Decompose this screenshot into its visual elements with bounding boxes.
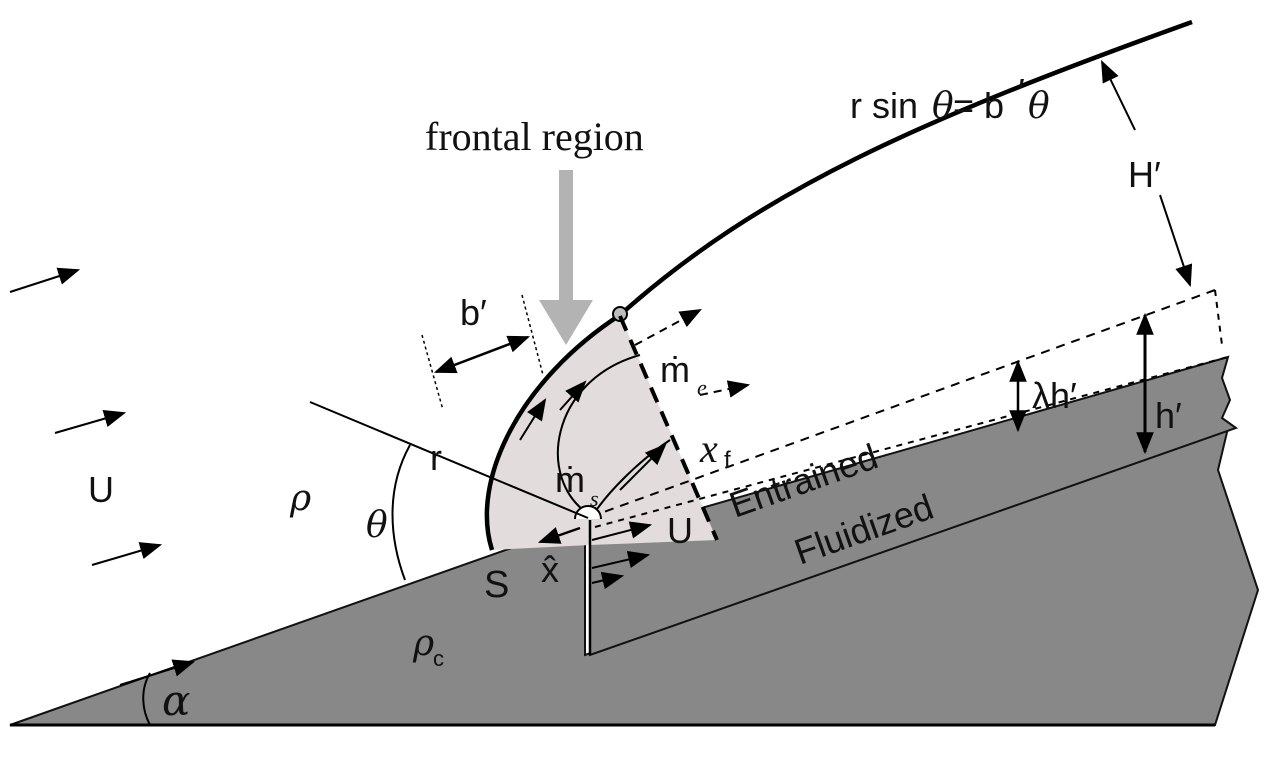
h-prime-label: h′ <box>1155 395 1182 436</box>
me-arrow-2 <box>699 380 751 398</box>
interior-arc-outer-arrow <box>559 380 587 411</box>
fluidized-layer <box>589 355 1239 657</box>
svg-text:s: s <box>590 486 599 511</box>
svg-text:ρ: ρ <box>412 623 434 664</box>
r-label: r <box>430 437 442 478</box>
H-prime-arrow-top <box>1101 60 1136 131</box>
frontal-region-label: frontal region <box>425 114 644 159</box>
alpha-label: α <box>162 676 190 725</box>
alpha-arc <box>142 672 151 726</box>
frontal-edge-dashed <box>618 315 719 541</box>
frontal-region-fill <box>486 315 717 550</box>
theta-arc <box>391 444 411 581</box>
fluidized-top-dashed <box>594 356 1229 528</box>
incoming-arrow-3 <box>91 542 163 566</box>
rho-c-label: ρ c <box>412 623 444 671</box>
x-f-label: x f <box>699 426 731 474</box>
svg-text:x: x <box>699 426 718 471</box>
incoming-arrow-1 <box>9 267 81 293</box>
svg-text:e: e <box>697 375 707 400</box>
svg-text:ṁ: ṁ <box>660 349 690 390</box>
lambda-h-label: λh′ <box>1032 375 1077 416</box>
right-end-dashed <box>1214 289 1223 346</box>
svg-text:c: c <box>433 646 444 671</box>
H-prime-label: H′ <box>1128 154 1161 195</box>
svg-text:= b: = b <box>953 85 1004 126</box>
U-freestream-label: U <box>88 469 114 510</box>
theta-label: θ <box>366 505 388 546</box>
r-radial-line <box>309 401 589 519</box>
jet-arrow-1 <box>591 521 653 541</box>
jet-arrow-2 <box>591 550 651 569</box>
x-hat-arrow <box>537 526 581 544</box>
interior-arc-inner-arrow <box>619 443 667 491</box>
svg-text:r sin: r sin <box>850 85 918 126</box>
curve-flow-arrow <box>519 398 547 441</box>
rho-label: ρ <box>289 478 311 519</box>
b-prime-tick-right <box>521 294 544 376</box>
svg-text:′: ′ <box>1018 71 1025 112</box>
interior-arc-outer <box>557 354 641 516</box>
svg-text:ṁ: ṁ <box>555 459 585 500</box>
incoming-arrow-2 <box>54 410 127 434</box>
svg-text:θ: θ <box>1028 86 1050 127</box>
me-dashed-arrow <box>634 308 702 346</box>
S-label: S <box>484 564 509 606</box>
b-prime-arrow <box>433 335 531 374</box>
H-prime-arrow-bottom <box>1159 194 1193 288</box>
jet-arrow-3 <box>591 571 625 590</box>
slope-arrow <box>119 659 196 686</box>
b-prime-label: b′ <box>460 292 487 333</box>
svg-text:f: f <box>724 447 731 474</box>
U-jet-label: U <box>667 510 693 551</box>
boundary-equation: r sin θ = b ′ θ <box>850 71 1050 127</box>
frontal-region-arrow <box>539 170 593 345</box>
m-dot-e-label: ṁ e <box>660 349 707 400</box>
m-dot-s-label: ṁ s <box>555 459 599 511</box>
svg-text:θ: θ <box>932 86 954 127</box>
b-prime-tick-left <box>421 334 444 411</box>
x-hat-label: x̂ <box>541 549 559 590</box>
outer-boundary-curve <box>484 19 1193 551</box>
